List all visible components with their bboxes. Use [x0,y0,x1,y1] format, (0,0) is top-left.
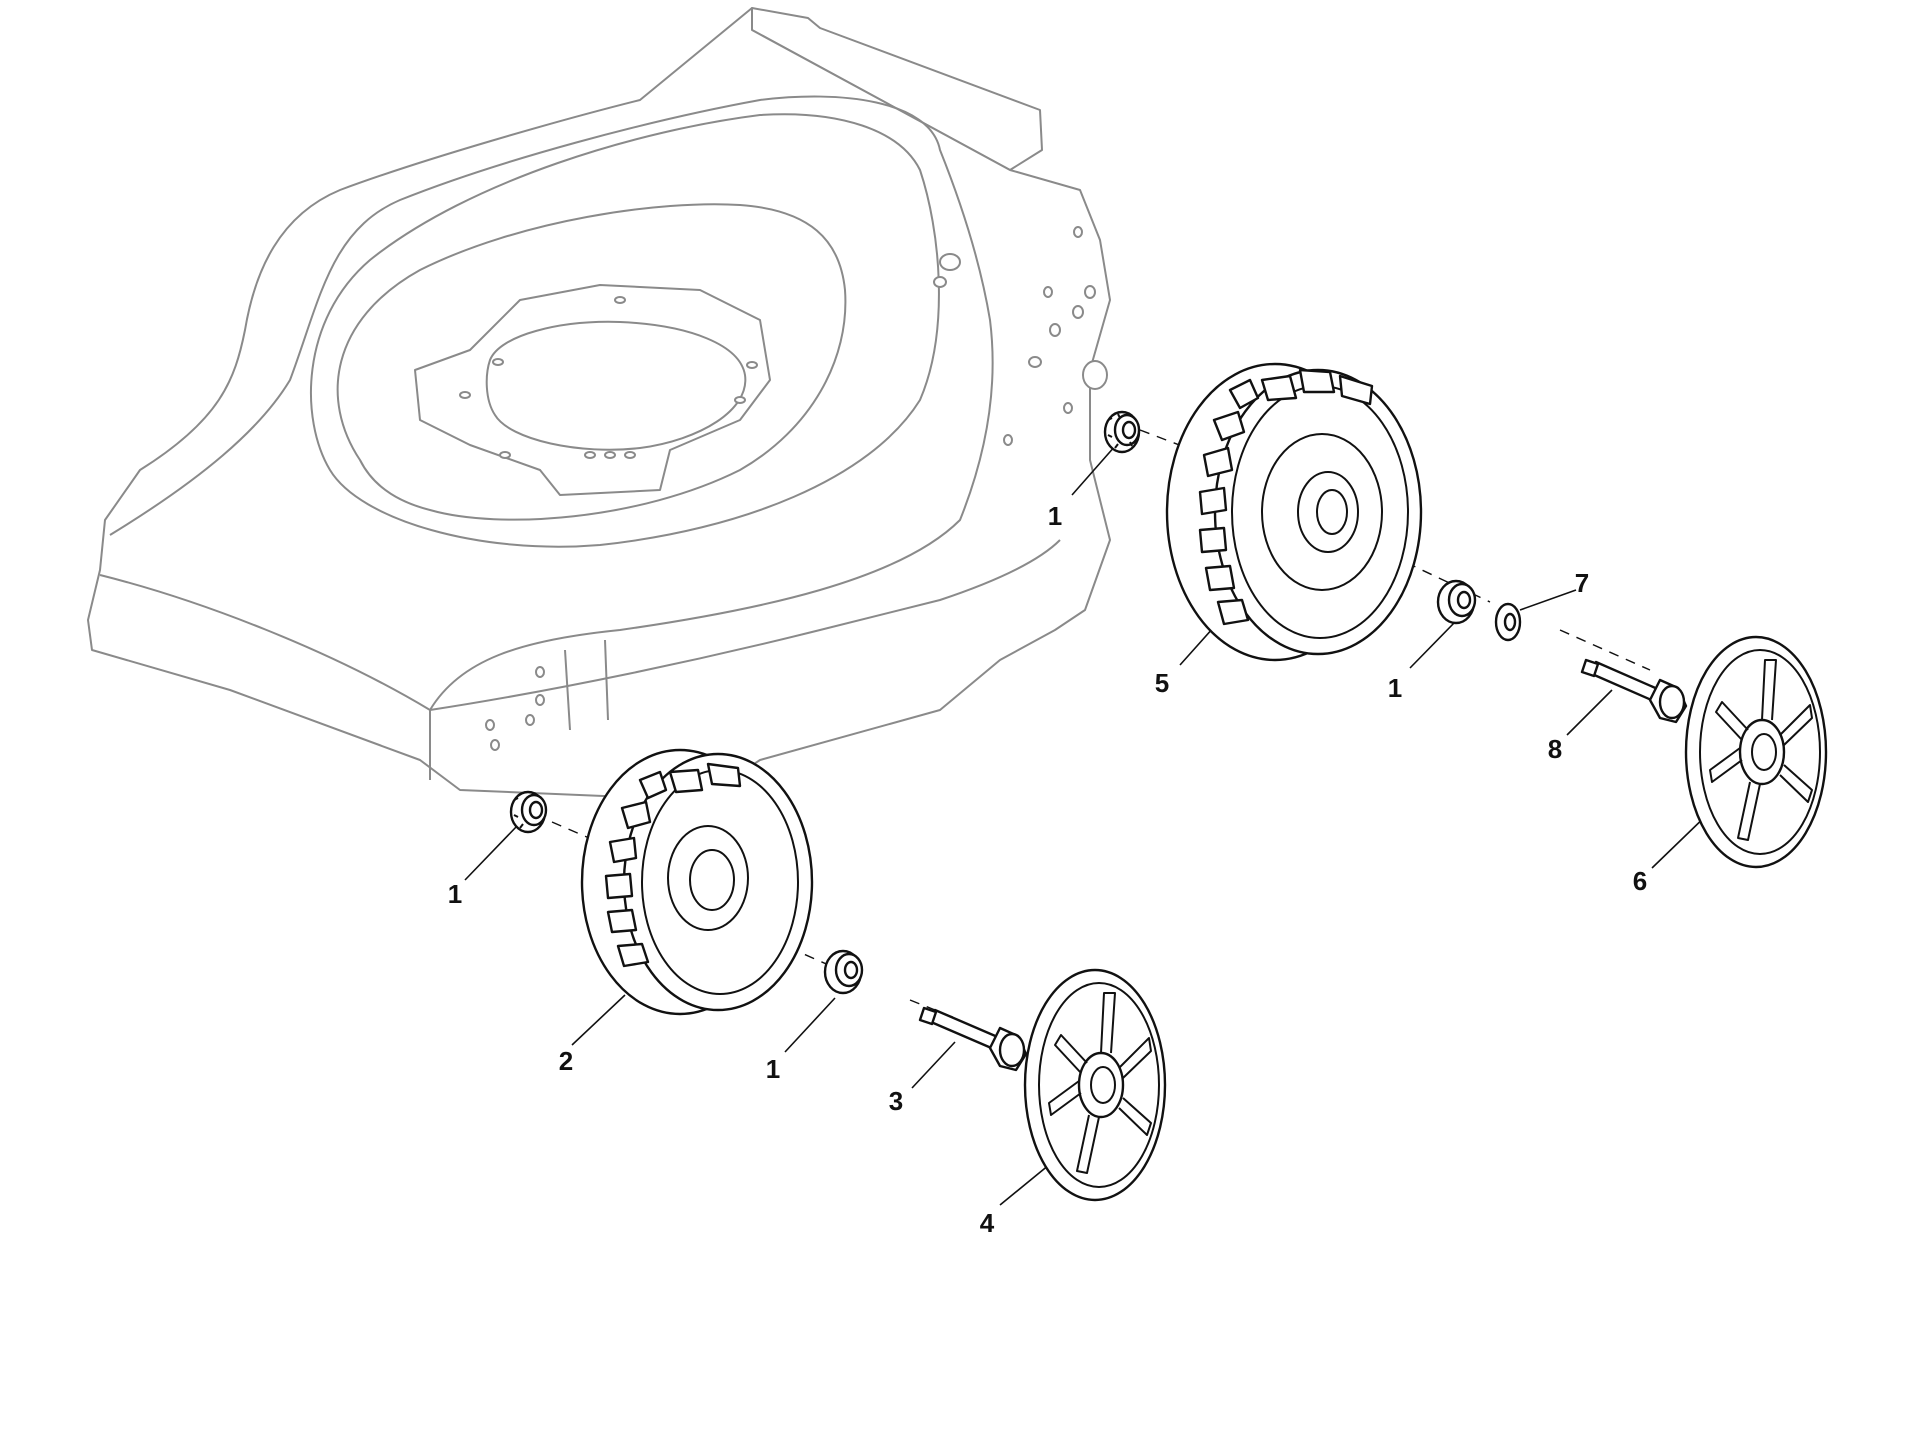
deck-bowl-ridge [310,113,940,548]
callout-7: 7 [1575,568,1589,598]
deck-side-holes [485,226,1108,751]
leader-8 [1566,689,1613,736]
deck-front-skirt [99,574,431,780]
callout-1-rear-inner: 1 [1048,501,1062,531]
leader-3 [911,1041,956,1089]
axle-bolt-rear [1580,658,1688,724]
leader-1b [1409,621,1456,669]
front-wheel-tread [604,762,742,968]
rear-wheel-tread [1198,368,1374,626]
deck-side-skirt [429,539,1061,711]
axle-bolt-front [918,1006,1028,1072]
front-wheel [580,748,814,1016]
bearing-front-inner [509,790,548,834]
engine-shaft-opening [485,320,747,451]
callout-1-front-inner: 1 [448,879,462,909]
callout-1-front-outer: 1 [766,1054,780,1084]
bearing-rear-outer [1436,579,1477,625]
mower-deck [87,7,1111,801]
callout-2: 2 [559,1046,573,1076]
bearing-front-outer [823,949,864,995]
hubcap-rear [1684,635,1828,869]
mount-holes [459,296,758,459]
leader-2 [571,994,626,1046]
deck-skirt-seam [564,639,609,731]
callout-4: 4 [980,1208,995,1238]
callout-8: 8 [1548,734,1562,764]
leader-1c [464,824,519,881]
washer [1494,602,1522,642]
callout-6: 6 [1633,866,1647,896]
leader-7 [1519,589,1577,611]
callout-numbers: 1 1 1 1 2 3 4 5 6 7 8 [448,501,1647,1238]
bearing-rear-inner [1103,410,1141,454]
callout-3: 3 [889,1086,903,1116]
rear-wheel [1165,362,1423,662]
leader-1d [784,997,836,1053]
deck-top-surface [109,95,994,711]
hubcap-front [1023,968,1167,1202]
callout-5: 5 [1155,668,1169,698]
deck-bowl-inner [336,203,847,521]
callout-1-rear-outer: 1 [1388,673,1402,703]
leader-1a [1071,444,1117,496]
